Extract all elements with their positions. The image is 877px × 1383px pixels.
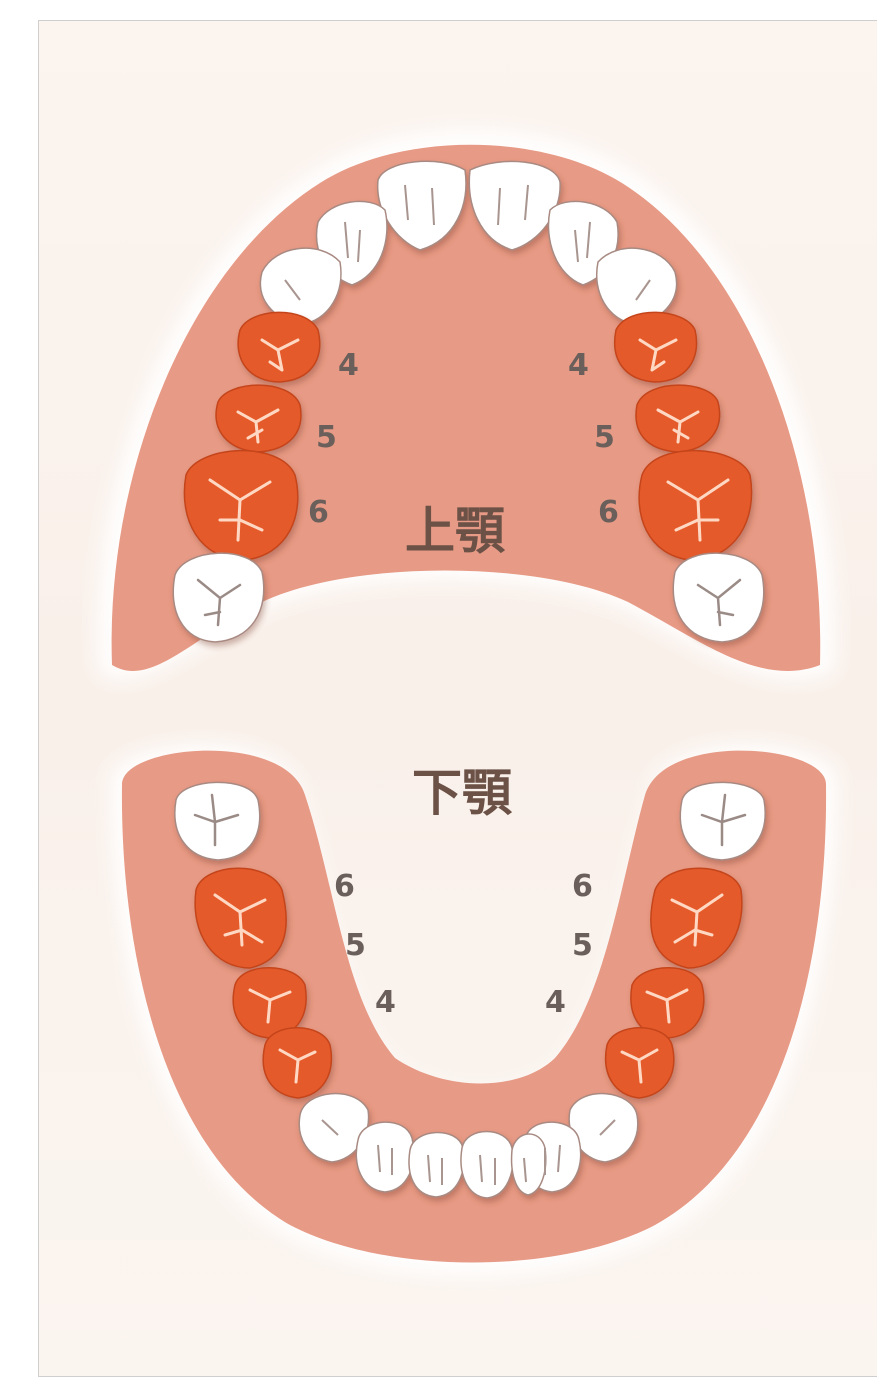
upper-right-number-5: 5 <box>594 420 615 455</box>
lower-lateral-incisor-left <box>356 1122 413 1192</box>
lower-jaw: 6 5 4 6 5 4 下顎 <box>110 744 838 1277</box>
lower-left-number-6: 6 <box>334 869 355 904</box>
upper-left-number-6: 6 <box>308 495 329 530</box>
lower-central-incisor-left-outer <box>409 1132 464 1197</box>
lower-right-number-5: 5 <box>572 928 593 963</box>
upper-jaw-label: 上顎 <box>405 502 506 560</box>
upper-right-number-4: 4 <box>568 348 589 383</box>
upper-left-number-5: 5 <box>316 420 337 455</box>
lower-jaw-label: 下顎 <box>412 764 513 822</box>
upper-jaw: 4 5 6 4 5 6 上顎 <box>97 129 836 680</box>
upper-left-number-4: 4 <box>338 348 359 383</box>
lower-highlighted-teeth <box>195 868 742 1098</box>
lower-central-incisor-left <box>461 1132 513 1199</box>
lower-left-number-4: 4 <box>375 985 396 1020</box>
lower-left-number-5: 5 <box>345 928 366 963</box>
upper-tooth-4-right <box>615 312 697 382</box>
lower-right-number-6: 6 <box>572 869 593 904</box>
lower-right-numbers: 6 5 4 <box>545 869 593 1020</box>
lower-right-number-4: 4 <box>545 985 566 1020</box>
upper-right-number-6: 6 <box>598 495 619 530</box>
upper-tooth-4-left <box>238 312 320 382</box>
